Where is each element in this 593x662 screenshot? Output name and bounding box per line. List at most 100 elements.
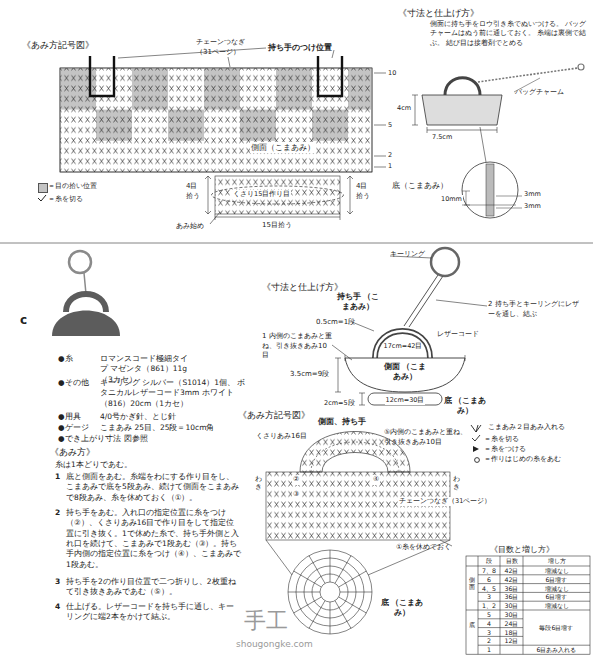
detail-circle (462, 162, 518, 218)
dimension-line (205, 176, 353, 224)
spec-heading: ●その他 (58, 378, 89, 388)
divider (0, 243, 593, 244)
part-name: キーリング (390, 250, 425, 260)
instruction: 持ち手を2の作り目位置で二つ折りし、2枚重ねて引き抜きあみであむ（⑤）。 (66, 577, 241, 598)
heading: 《寸法と仕上げ方》 (262, 282, 343, 294)
part-name: レザーコード (437, 330, 479, 340)
base-round (288, 550, 372, 634)
bag-outline (422, 95, 502, 125)
table-cell: 1、2 (482, 602, 496, 611)
table-cell: 段 (486, 557, 492, 566)
table-grid (466, 556, 590, 654)
stitch-spoke (339, 571, 367, 587)
table-cell: 7、8 (482, 567, 496, 576)
dimension: 7.5cm (432, 133, 452, 142)
part-name: 側面 （こまあみ） (383, 362, 427, 383)
heading: 《寸法と仕上げ方》 (398, 8, 479, 20)
note: 持ち手のつけ位置 (268, 42, 332, 53)
part-name: 底（こまあみ） (392, 180, 448, 191)
note: くさりあみ16目 (256, 432, 307, 442)
table-cell: 増減なし (545, 567, 569, 576)
table-cell: 18目 (504, 629, 518, 638)
dimension: 0.5cm=1段 (316, 318, 355, 328)
table-cell: 目数 (506, 557, 518, 566)
part-name: 底 （こまあみ） (380, 598, 424, 619)
callout-number: ④ (372, 475, 380, 485)
stitch-spoke (339, 597, 367, 613)
stitch-spoke (340, 592, 372, 593)
bag-charm-chain (478, 68, 578, 82)
step-number: 3 (55, 577, 60, 587)
stitch-spoke (330, 602, 331, 634)
photo-handle (66, 294, 106, 312)
handle-chart (300, 432, 410, 473)
table-cell: 30目 (504, 611, 518, 620)
dimension: 12cm=30目 (385, 396, 426, 405)
legend-swatch (38, 183, 48, 193)
cut-yarn-symbol (38, 195, 46, 201)
handle (375, 331, 430, 358)
dimension: 4cm (397, 104, 411, 113)
stitch-spoke (335, 556, 351, 584)
callout-number: ② (292, 475, 300, 485)
table-cell: 36目 (504, 593, 518, 602)
join-yarn-symbol (473, 446, 479, 452)
heading: 《あみ方記号図》 (238, 410, 310, 422)
stitch-spoke (309, 556, 325, 584)
table-cell: 2 (487, 637, 491, 646)
dimension-line (332, 256, 487, 405)
dimension: 3.5cm=9段 (290, 370, 329, 380)
table-cell: 12目 (504, 637, 518, 646)
leather-cord (404, 275, 443, 327)
instruction: 底と側面をあむ。糸端をわにする作り目をし、こまあみで底を5段あみ、続けて側面をこ… (66, 472, 241, 503)
callout-number: ③ (292, 490, 300, 500)
handle-inner (375, 331, 430, 358)
legend-text: ＝目の拾い位置 (48, 182, 97, 192)
chain-row (212, 186, 344, 204)
key-chain (84, 273, 86, 294)
spec-heading: ●でき上がり寸法 (58, 434, 121, 444)
row-number: 10 (388, 69, 396, 78)
note: 4目拾う (356, 182, 372, 201)
table-cell: 42目 (504, 576, 518, 585)
spec-heading: ●用具 (58, 412, 81, 422)
table-cell: 1 (487, 646, 491, 655)
table-cell: 6 (487, 576, 491, 585)
key-ring (69, 251, 91, 273)
heading: 《目数と増し方》 (490, 545, 554, 555)
table-cell: 4、5 (482, 585, 496, 594)
bag-base (368, 393, 442, 405)
legend-text: ＝糸をつける (484, 445, 526, 454)
watermark: 手工 (244, 606, 288, 636)
dimension: 3mm (524, 202, 541, 211)
bag-side (345, 358, 465, 392)
stitch-spoke (330, 550, 331, 582)
side-chart (60, 68, 372, 172)
note: チェーンつなぎ （31ページ） (196, 38, 248, 57)
dimension: 10mm (440, 195, 463, 204)
watermark: shougongke.com (236, 638, 313, 650)
stitch-grid (60, 68, 372, 172)
row-number: 2 (388, 151, 392, 160)
part-name: 側面（こまあみ） (250, 142, 316, 153)
table-cell: 4 (487, 620, 491, 629)
dimension-line (412, 95, 497, 162)
dimension: 3mm (524, 190, 541, 199)
base-chart (215, 176, 340, 214)
table-cell: 増減なし (545, 602, 569, 611)
table-cell: 毎段6目増す (539, 624, 573, 633)
legend-text: ＝糸を切る (484, 435, 519, 444)
instruction: 糸は1本どりであむ。 (55, 460, 132, 470)
part-name: 側面、持ち手 (318, 417, 366, 427)
key-ring (431, 248, 459, 276)
stitch-spoke (288, 592, 320, 593)
instruction: 持ち手をあむ。入れ口の指定位置に糸をつけ（②）、くさりあみ16目で作り目をして指… (66, 508, 241, 570)
note: 側面に持ち手をロウ引き糸でぬいつける。 バッグチャームはぬう前に通しておく。 糸… (430, 20, 590, 48)
note: 1 内側のこまあみと重ね、引き抜きあみ10目 (262, 332, 332, 361)
side-chart (266, 472, 450, 540)
heading: 《あみ方》 (50, 447, 95, 459)
table-frame (466, 556, 590, 654)
dimension: 17cm=42目 (384, 342, 423, 351)
base-chart (288, 550, 372, 634)
